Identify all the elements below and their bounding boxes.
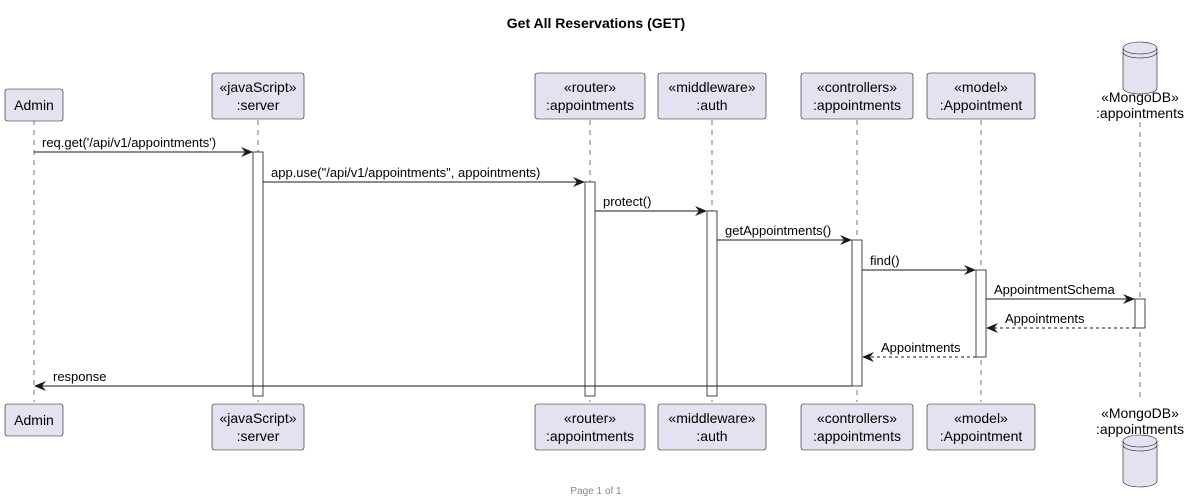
database-icon-rim (1122, 444, 1158, 452)
message-6: AppointmentSchema (986, 282, 1135, 304)
participant-controllers-top: «controllers» :appointments (800, 72, 914, 120)
participant-label: «router» (564, 410, 616, 426)
activation-server (252, 151, 264, 397)
participant-box (534, 403, 646, 451)
database-icon-top (1122, 41, 1158, 55)
activation-router (584, 181, 596, 397)
messages: req.get('/api/v1/appointments') app.use("… (34, 135, 1135, 391)
message-9: response (34, 369, 852, 391)
participants-top: Admin «javaScript» :server «router» :appoint… (4, 41, 1184, 122)
message-label: app.use("/api/v1/appointments", appointm… (271, 165, 540, 180)
message-label: AppointmentSchema (994, 282, 1115, 297)
participant-label: «controllers» (817, 410, 897, 426)
participant-label: «router» (564, 79, 616, 95)
participant-label: «model» (954, 79, 1008, 95)
participants-bottom: Admin «javaScript» :server «router» :appoint… (4, 403, 1184, 488)
message-label: find() (870, 253, 900, 268)
participant-db-bottom: «MongoDB»:appointments (1096, 405, 1184, 488)
participant-label: :appointments (813, 428, 901, 444)
message-label: response (53, 369, 106, 384)
participant-box (211, 72, 305, 120)
participant-label: :appointments (546, 428, 634, 444)
participant-box (4, 88, 64, 122)
message-1: req.get('/api/v1/appointments') (34, 135, 253, 157)
message-label: Appointments (1005, 311, 1085, 326)
participant-label: «model» (954, 410, 1008, 426)
participant-admin-bottom: Admin (4, 403, 64, 437)
message-label: req.get('/api/v1/appointments') (42, 135, 216, 150)
message-8: Appointments (862, 340, 976, 362)
participant-label: :server (237, 428, 280, 444)
participant-label: «middleware» (668, 410, 755, 426)
message-label: getAppointments() (725, 223, 831, 238)
participant-box (534, 72, 646, 120)
diagram-title: Get All Reservations (GET) (507, 15, 685, 31)
message-7: Appointments (986, 311, 1135, 333)
participant-label: :appointments (546, 97, 634, 113)
participant-label: «controllers» (817, 79, 897, 95)
participant-label: «javaScript» (219, 79, 296, 95)
participant-router-top: «router» :appointments (534, 72, 646, 120)
participant-label: :auth (696, 97, 727, 113)
database-icon (1122, 440, 1158, 488)
activation-model (975, 269, 987, 358)
participant-router-bottom: «router» :appointments (534, 403, 646, 451)
participant-box (800, 403, 914, 451)
participant-auth-top: «middleware» :auth (657, 72, 767, 120)
participant-label: :Appointment (940, 428, 1023, 444)
database-icon-rim (1122, 51, 1158, 59)
participant-model-bottom: «model» :Appointment (926, 403, 1036, 451)
message-label: Appointments (881, 340, 961, 355)
participant-label: Admin (14, 97, 54, 113)
participant-label: :appointments (813, 97, 901, 113)
message-label: protect() (603, 194, 651, 209)
participant-box (4, 403, 64, 437)
participant-box (926, 72, 1036, 120)
activation-auth (706, 210, 718, 397)
participant-label: «javaScript» (219, 410, 296, 426)
participant-auth-bottom: «middleware» :auth (657, 403, 767, 451)
participant-server-bottom: «javaScript» :server (211, 403, 305, 451)
message-3: protect() (595, 194, 707, 216)
participant-box (657, 72, 767, 120)
database-icon (1122, 47, 1158, 95)
message-4: getAppointments() (717, 223, 852, 245)
participant-label: «middleware» (668, 79, 755, 95)
participant-admin-top: Admin (4, 88, 64, 122)
participant-label: «MongoDB» (1101, 89, 1179, 105)
participant-server-top: «javaScript» :server (211, 72, 305, 120)
page-footer: Page 1 of 1 (570, 486, 622, 497)
participant-box (800, 72, 914, 120)
message-2: app.use("/api/v1/appointments", appointm… (263, 165, 585, 187)
participant-box (926, 403, 1036, 451)
participant-label: Admin (14, 412, 54, 428)
participant-model-top: «model» :Appointment (926, 72, 1036, 120)
participant-db-top: «MongoDB»:appointments (1096, 41, 1184, 121)
message-5: find() (862, 253, 976, 275)
activation-bars (252, 151, 1146, 397)
participant-label: :Appointment (940, 97, 1023, 113)
activation-db (1134, 298, 1146, 329)
participant-box (211, 403, 305, 451)
activation-controllers (851, 239, 863, 387)
database-icon-top (1122, 434, 1158, 448)
participant-label: :server (237, 97, 280, 113)
participant-label: :appointments (1096, 421, 1184, 437)
participant-label: :appointments (1096, 105, 1184, 121)
participant-label: :auth (696, 428, 727, 444)
participant-label: «MongoDB» (1101, 405, 1179, 421)
participant-controllers-bottom: «controllers» :appointments (800, 403, 914, 451)
participant-box (657, 403, 767, 451)
